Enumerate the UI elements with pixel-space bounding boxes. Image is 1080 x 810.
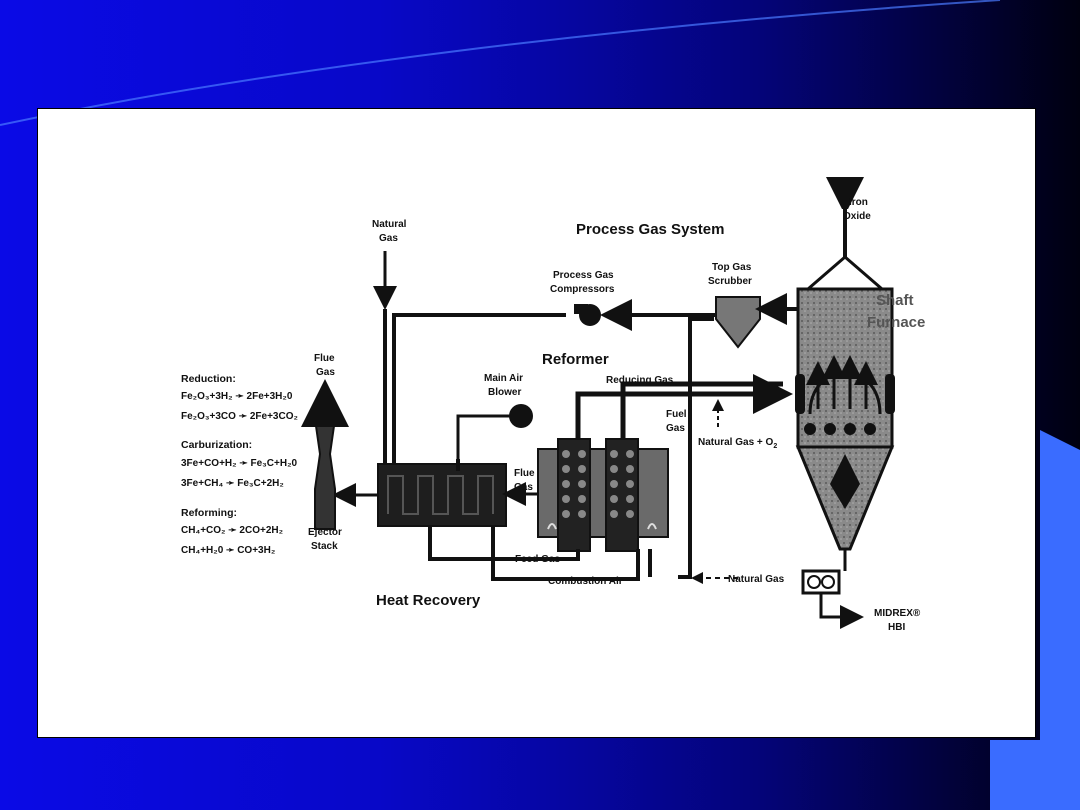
iron-label: Iron bbox=[849, 197, 868, 208]
diagram-panel: Process Gas System Reformer Heat Recover… bbox=[37, 108, 1036, 738]
accent-shape bbox=[990, 430, 1080, 810]
furnace-label: Furnace bbox=[867, 314, 925, 331]
reformer bbox=[537, 438, 669, 552]
midrex-label: MIDREX® bbox=[874, 608, 921, 619]
bottom-piping bbox=[428, 459, 652, 581]
process-gas-compressors-label-2: Compressors bbox=[550, 284, 615, 295]
fuel-gas-label-2: Gas bbox=[666, 423, 685, 434]
oxide-label: Oxide bbox=[843, 211, 871, 222]
natural-gas-o2-label: Natural Gas + O2 bbox=[698, 437, 777, 450]
ejector-stack bbox=[301, 379, 349, 530]
iron-oxide-hopper bbox=[826, 177, 864, 209]
process-gas-system-title: Process Gas System bbox=[576, 221, 724, 238]
reaction-equations: Reduction: Fe₂O₃+3H₂ ➛ 2Fe+3H₂0 Fe₂O₃+3C… bbox=[181, 373, 298, 556]
flue-gas-reformer-label-1: Flue bbox=[514, 468, 535, 479]
reducing-gas-line bbox=[575, 374, 793, 459]
hbi-label: HBI bbox=[888, 622, 905, 633]
top-gas-scrubber bbox=[715, 293, 798, 349]
midrex-process-diagram: Process Gas System Reformer Heat Recover… bbox=[181, 177, 925, 633]
reforming-eq-1: CH₄+CO₂ ➛ 2CO+2H₂ bbox=[181, 525, 283, 536]
process-gas-line bbox=[392, 299, 716, 579]
natural-gas-bottom-label: Natural Gas bbox=[728, 574, 785, 585]
flue-gas-stack-label-2: Gas bbox=[316, 367, 335, 378]
main-air-blower-icon bbox=[456, 404, 533, 471]
carburization-eq-1: 3Fe+CO+H₂ ➛ Fe₃C+H₂0 bbox=[181, 458, 298, 469]
main-air-blower-label-1: Main Air bbox=[484, 373, 523, 384]
top-gas-scrubber-label-1: Top Gas bbox=[712, 262, 752, 273]
natural-gas-top-label-2: Gas bbox=[379, 233, 398, 244]
flue-gas-stack-label-1: Flue bbox=[314, 353, 335, 364]
main-air-blower-label-2: Blower bbox=[488, 387, 521, 398]
stack-label: Stack bbox=[311, 541, 338, 552]
shaft-label: Shaft bbox=[876, 292, 914, 309]
heat-recovery-title: Heat Recovery bbox=[376, 592, 481, 609]
natural-gas-top-label-1: Natural bbox=[372, 219, 407, 230]
carburization-title: Carburization: bbox=[181, 439, 252, 451]
top-gas-scrubber-label-2: Scrubber bbox=[708, 276, 752, 287]
reducing-gas-label: Reducing Gas bbox=[606, 375, 674, 386]
process-gas-compressor-icon bbox=[574, 304, 601, 326]
fuel-gas-label-1: Fuel bbox=[666, 409, 687, 420]
feed-gas-label: Feed Gas bbox=[515, 554, 560, 565]
reforming-eq-2: CH₄+H₂0 ➛ CO+3H₂ bbox=[181, 545, 275, 556]
process-gas-compressors-label-1: Process Gas bbox=[553, 270, 614, 281]
reduction-eq-1: Fe₂O₃+3H₂ ➛ 2Fe+3H₂0 bbox=[181, 391, 293, 402]
reforming-title: Reforming: bbox=[181, 507, 237, 519]
heat-recovery-unit bbox=[332, 463, 538, 527]
combustion-air-label: Combustion Air bbox=[548, 576, 623, 587]
reformer-title: Reformer bbox=[542, 351, 609, 368]
reduction-eq-2: Fe₂O₃+3CO ➛ 2Fe+3CO₂ bbox=[181, 411, 298, 422]
furnace-body bbox=[796, 287, 894, 449]
flue-gas-reformer-label-2: Gas bbox=[514, 482, 533, 493]
reduction-title: Reduction: bbox=[181, 373, 236, 385]
ejector-label: Ejector bbox=[308, 527, 342, 538]
shaft-furnace bbox=[795, 177, 895, 629]
carburization-eq-2: 3Fe+CH₄ ➛ Fe₃C+2H₂ bbox=[181, 478, 284, 489]
